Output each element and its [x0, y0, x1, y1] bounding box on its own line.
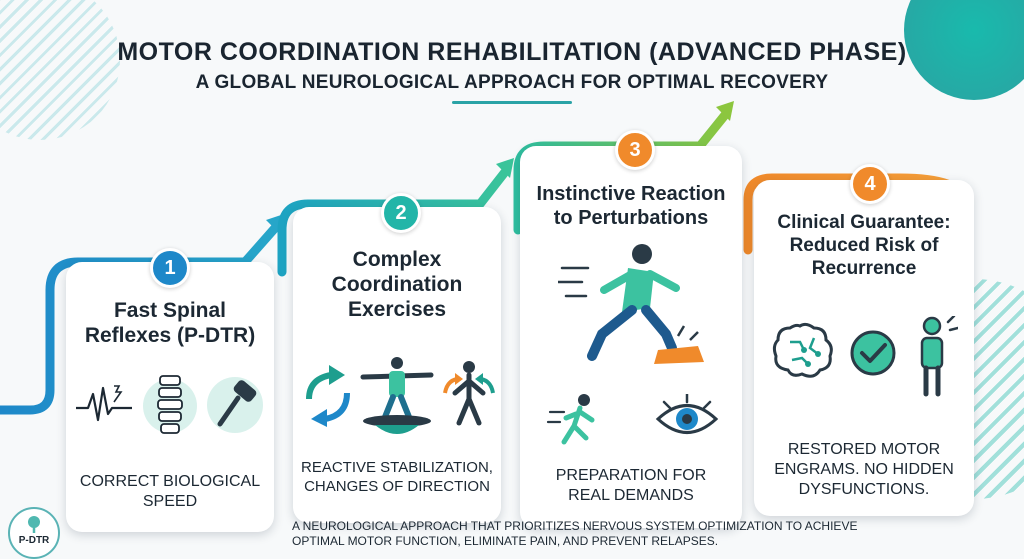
step-3-title-line-1: Instinctive Reaction — [536, 183, 726, 205]
step-1-title-line-2: Reflexes (P-DTR) — [84, 324, 256, 348]
step-4-footer-line-1: RESTORED MOTOR — [787, 441, 941, 458]
reflex-hammer-icon — [207, 377, 263, 433]
flow-segment-1 — [0, 223, 280, 415]
step-3-footer-line-2: REAL DEMANDS — [568, 487, 694, 504]
step-3-footer-line-1: PREPARATION FOR — [555, 467, 707, 484]
main-title: MOTOR COORDINATION REHABILITATION (ADVAN… — [117, 38, 907, 66]
stumbling-runner-icon — [558, 244, 704, 364]
eye-icon — [655, 394, 719, 434]
step-card-3: Instinctive Reaction to Perturbations PR… — [520, 146, 742, 528]
step-3-badge: 3 — [615, 130, 655, 170]
step-2-title-line-1: Complex — [352, 248, 442, 271]
step-2-title: Complex Coordination Exercises — [293, 247, 501, 323]
direction-arrows-icon — [306, 365, 350, 427]
spine-icon — [143, 375, 197, 434]
ecg-wave-icon — [76, 385, 132, 422]
flow-arrowhead-3 — [716, 101, 734, 121]
step-4-footer-line-3: DYSFUNCTIONS. — [798, 481, 930, 498]
direction-change-person-icon — [443, 361, 495, 426]
step-4-badge: 4 — [850, 164, 890, 204]
subtitle: A GLOBAL NEUROLOGICAL APPROACH FOR OPTIM… — [195, 72, 829, 93]
step-2-footer-line-1: REACTIVE STABILIZATION, — [301, 459, 493, 476]
step-1-title: Fast Spinal Reflexes (P-DTR) — [66, 298, 274, 348]
pdtr-logo: P-DTR — [8, 507, 60, 559]
logo-mark-icon — [28, 516, 40, 533]
bottom-description-line-1: A NEUROLOGICAL APPROACH THAT PRIORITIZES… — [292, 519, 858, 533]
step-1-badge: 1 — [150, 248, 190, 288]
step-1-footer: CORRECT BIOLOGICAL SPEED — [66, 472, 274, 512]
step-card-2: Complex Coordination Exercises — [293, 207, 501, 523]
step-4-title-line-1: Clinical Guarantee: — [777, 212, 951, 233]
standing-person-icon — [920, 316, 958, 397]
logo-text: P-DTR — [18, 535, 50, 546]
step-2-footer: REACTIVE STABILIZATION, CHANGES OF DIREC… — [293, 459, 501, 497]
balance-board-person-icon — [360, 357, 434, 434]
title-underline — [452, 101, 572, 104]
step-1-footer-line-1: CORRECT BIOLOGICAL — [79, 473, 261, 490]
step-4-title-line-2: Reduced Risk of — [789, 234, 939, 256]
step-4-title-line-3: Recurrence — [811, 257, 917, 279]
running-person-icon — [546, 394, 595, 445]
step-4-footer-line-2: ENGRAMS. NO HIDDEN — [774, 461, 954, 478]
step-3-title-line-2: to Perturbations — [553, 207, 709, 229]
step-4-footer: RESTORED MOTOR ENGRAMS. NO HIDDEN DYSFUN… — [754, 440, 974, 500]
step-2-title-line-2: Coordination — [331, 273, 463, 297]
step-card-1: Fast Spinal Reflexes (P-DTR) CORRECT BIO… — [66, 262, 274, 532]
step-card-4: Clinical Guarantee: Reduced Risk of Recu… — [754, 180, 974, 516]
flow-arrowhead-2 — [496, 158, 514, 178]
step-1-footer-line-2: SPEED — [142, 493, 198, 510]
step-2-badge: 2 — [381, 193, 421, 233]
flow-segment-2 — [277, 167, 510, 277]
bottom-description: A NEUROLOGICAL APPROACH THAT PRIORITIZES… — [292, 519, 972, 549]
brain-circuit-icon — [772, 322, 833, 378]
step-2-title-line-3: Exercises — [347, 298, 447, 322]
check-circle-icon — [850, 330, 896, 376]
bottom-description-line-2: OPTIMAL MOTOR FUNCTION, ELIMINATE PAIN, … — [292, 534, 719, 548]
step-3-title: Instinctive Reaction to Perturbations — [520, 182, 742, 230]
step-2-footer-line-2: CHANGES OF DIRECTION — [304, 477, 490, 495]
step-1-title-line-1: Fast Spinal — [113, 299, 227, 322]
step-3-footer: PREPARATION FOR REAL DEMANDS — [520, 466, 742, 506]
step-4-title: Clinical Guarantee: Reduced Risk of Recu… — [754, 212, 974, 280]
